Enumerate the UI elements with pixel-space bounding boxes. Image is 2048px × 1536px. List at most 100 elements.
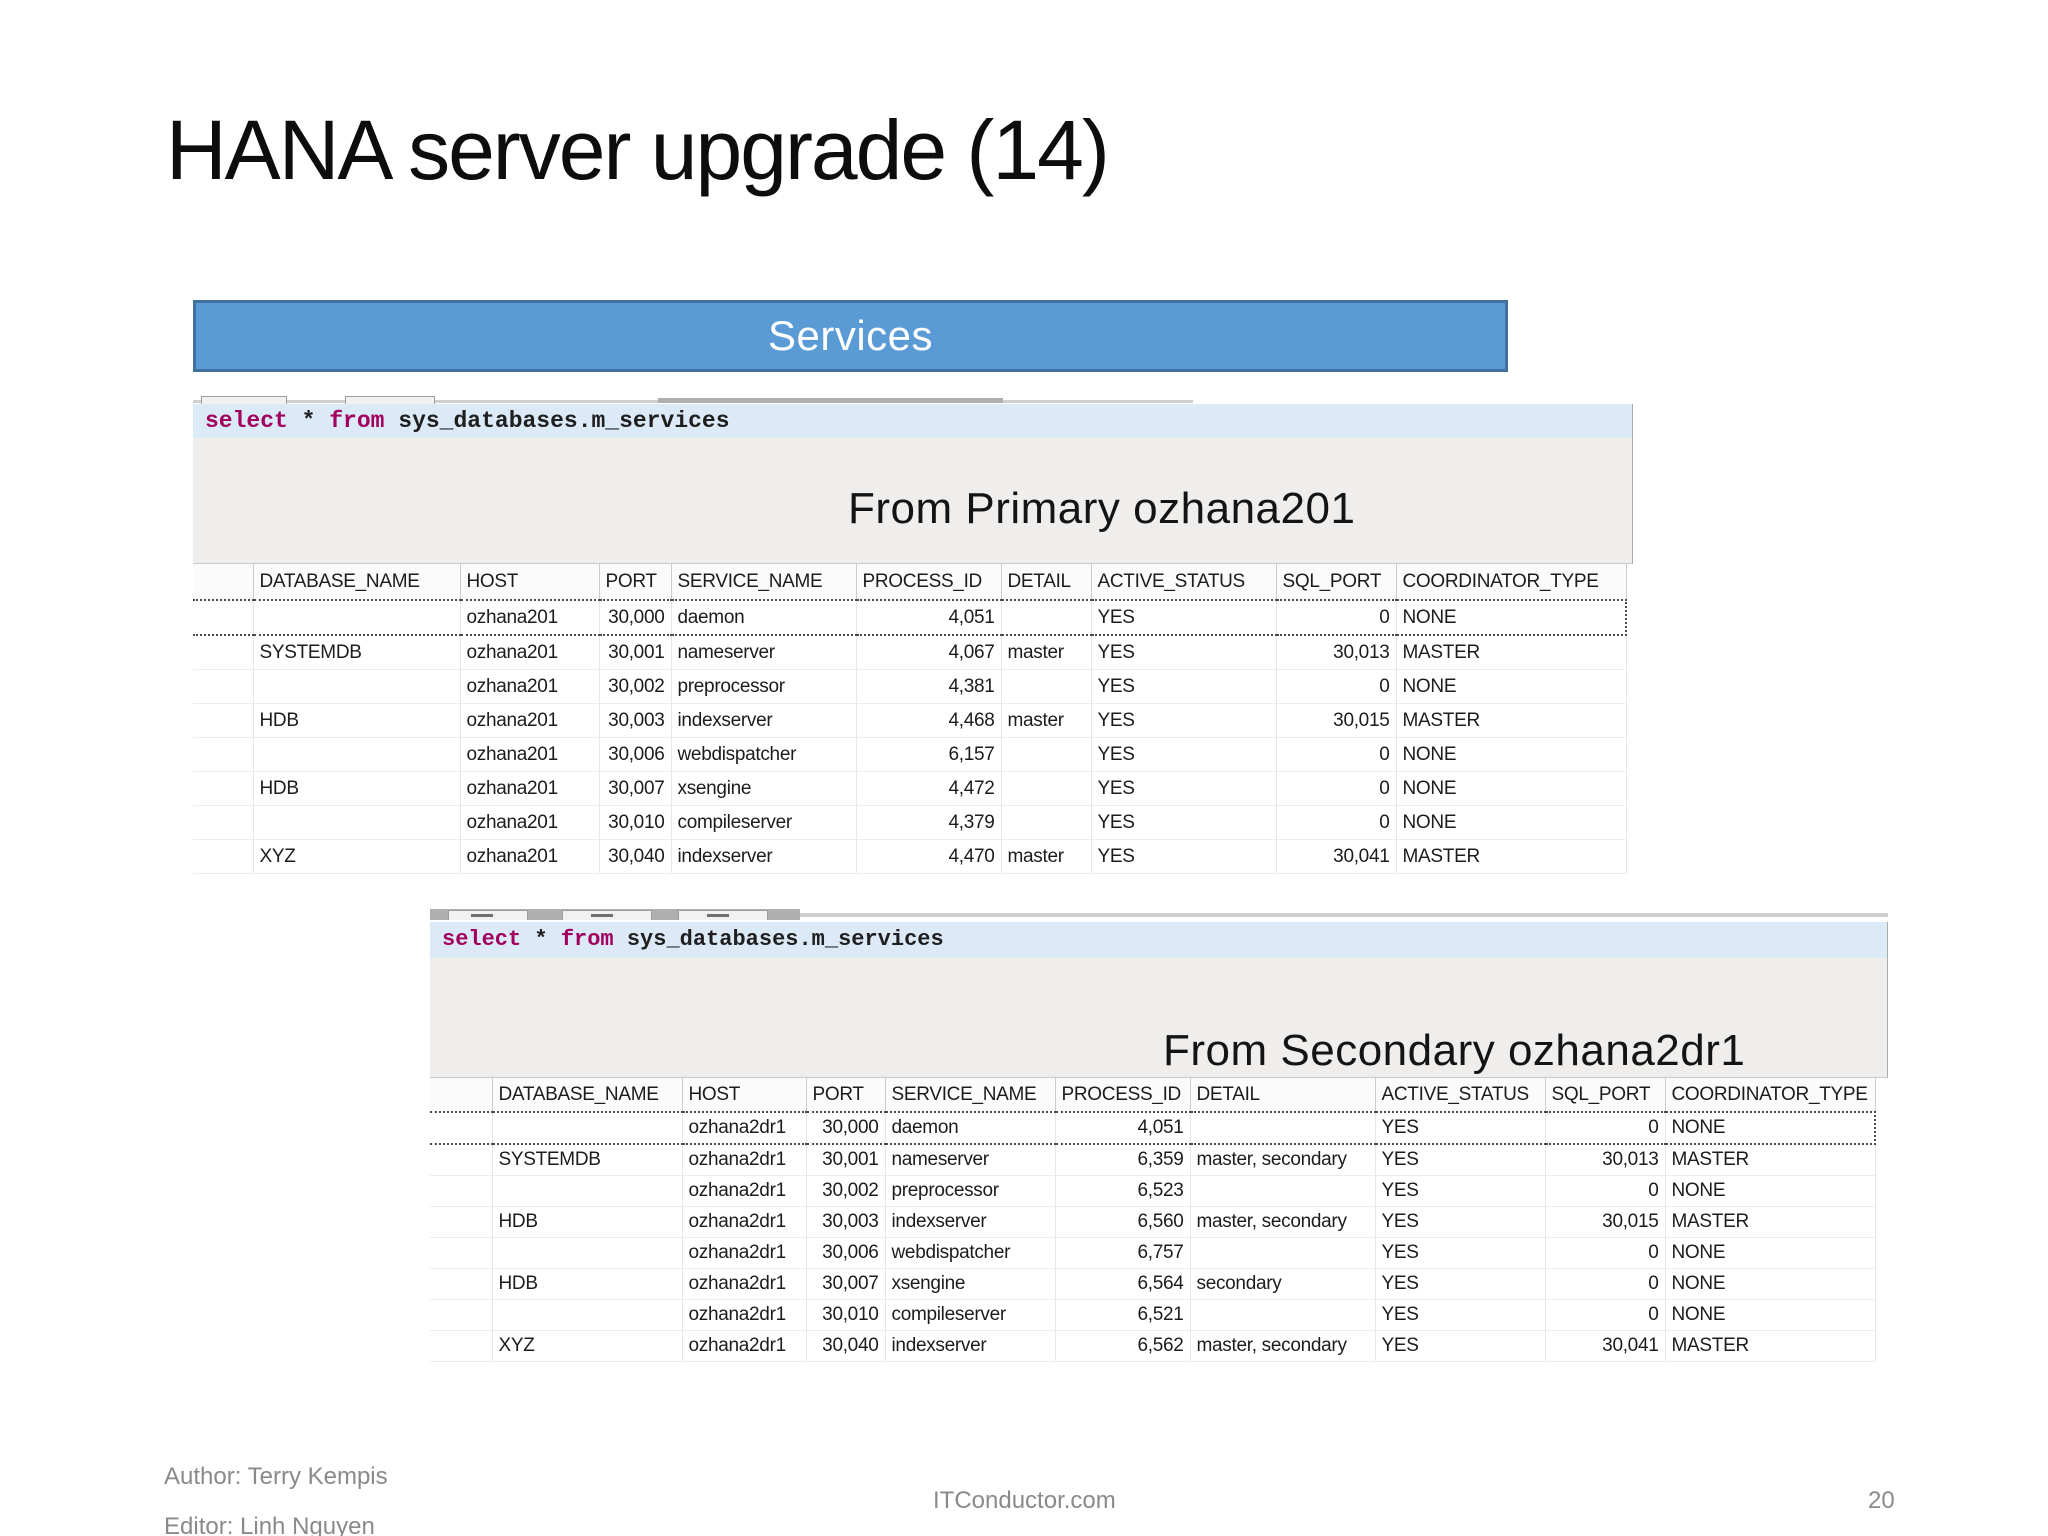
table-cell (253, 669, 461, 704)
table-cell: 0 (1276, 771, 1397, 806)
editor-tab-fragment (345, 396, 435, 404)
table-cell: ozhana201 (460, 635, 600, 670)
table-cell: MASTER (1665, 1206, 1876, 1238)
table-cell (193, 669, 254, 704)
tab-dash (591, 914, 613, 917)
column-header: SERVICE_NAME (671, 564, 857, 601)
table-cell (193, 805, 254, 840)
column-header (193, 564, 254, 601)
table-cell: SYSTEMDB (253, 635, 461, 670)
table-cell: ozhana2dr1 (682, 1175, 807, 1207)
table-cell: ozhana201 (460, 703, 600, 738)
table-cell: 0 (1276, 599, 1397, 636)
footer-author-line: Author: Terry Kempis (164, 1463, 388, 1490)
table-cell: 30,007 (806, 1268, 886, 1300)
column-header: ACTIVE_STATUS (1375, 1078, 1546, 1113)
table-cell: master (1001, 839, 1092, 874)
table-cell: MASTER (1665, 1330, 1876, 1362)
table-cell: 0 (1276, 805, 1397, 840)
table-cell: NONE (1396, 805, 1627, 840)
table-cell: master, secondary (1190, 1330, 1376, 1362)
table-cell: 4,051 (1055, 1111, 1191, 1145)
result-header-area: From Secondary ozhana2dr1 (430, 958, 1888, 1078)
table-cell: 30,041 (1545, 1330, 1666, 1362)
sql-query-line: select * from sys_databases.m_services (430, 922, 1888, 958)
table-cell (430, 1237, 493, 1269)
table-cell: 6,521 (1055, 1299, 1191, 1331)
table-cell: YES (1091, 771, 1277, 806)
table-cell: nameserver (671, 635, 857, 670)
column-header: DATABASE_NAME (253, 564, 461, 601)
table-cell (1001, 737, 1092, 772)
table-cell: webdispatcher (671, 737, 857, 772)
footer-editor-line: Editor: Linh Nguyen (164, 1513, 375, 1536)
footer-author-block: Author: Terry Kempis Editor: Linh Nguyen (164, 1452, 388, 1536)
table-cell: ozhana201 (460, 599, 600, 636)
table-cell: 6,560 (1055, 1206, 1191, 1238)
table-cell: MASTER (1396, 839, 1627, 874)
table-cell: ozhana2dr1 (682, 1237, 807, 1269)
table-cell: 30,006 (806, 1237, 886, 1269)
services-banner-label: Services (767, 312, 934, 359)
table-cell: 0 (1276, 669, 1397, 704)
secondary-sql-screenshot: select * from sys_databases.m_services F… (430, 908, 1888, 1370)
editor-tab-fragment (658, 398, 1003, 403)
table-cell: 30,010 (599, 805, 672, 840)
table-cell: 30,013 (1545, 1144, 1666, 1176)
result-header-area: From Primary ozhana201 (193, 438, 1633, 564)
table-cell: XYZ (492, 1330, 683, 1362)
tab-dash (707, 914, 729, 917)
editor-tab-fragment (201, 396, 287, 404)
table-cell: 30,003 (806, 1206, 886, 1238)
table-cell: YES (1375, 1144, 1546, 1176)
table-cell: 4,379 (856, 805, 1002, 840)
primary-sql-screenshot: select * from sys_databases.m_services F… (193, 396, 1633, 878)
table-cell: 0 (1276, 737, 1397, 772)
table-cell: 30,015 (1545, 1206, 1666, 1238)
table-cell: 6,157 (856, 737, 1002, 772)
editor-tab-fragment (562, 910, 652, 920)
services-banner: Services (193, 300, 1508, 372)
table-cell: 30,040 (599, 839, 672, 874)
table-cell: YES (1091, 703, 1277, 738)
table-cell: ozhana201 (460, 839, 600, 874)
column-header: SQL_PORT (1276, 564, 1397, 601)
table-cell: NONE (1665, 1268, 1876, 1300)
sql-keyword-from: from (560, 927, 614, 952)
editor-tab-fragment (448, 910, 528, 920)
table-cell: NONE (1665, 1175, 1876, 1207)
caption-primary: From Primary ozhana201 (848, 484, 1356, 533)
table-cell (492, 1175, 683, 1207)
table-cell: indexserver (671, 703, 857, 738)
table-cell: ozhana201 (460, 737, 600, 772)
table-cell: 30,013 (1276, 635, 1397, 670)
sql-keyword-from: from (329, 408, 385, 434)
column-header: DETAIL (1190, 1078, 1376, 1113)
sql-keyword-select: select (205, 408, 288, 434)
table-cell: YES (1091, 737, 1277, 772)
column-header: PROCESS_ID (1055, 1078, 1191, 1113)
table-cell: indexserver (885, 1330, 1056, 1362)
table-cell: YES (1091, 669, 1277, 704)
table-cell: xsengine (885, 1268, 1056, 1300)
table-cell: NONE (1396, 771, 1627, 806)
table-cell: 30,000 (599, 599, 672, 636)
table-cell: ozhana2dr1 (682, 1299, 807, 1331)
table-cell: ozhana201 (460, 805, 600, 840)
table-cell: indexserver (885, 1206, 1056, 1238)
column-header: PORT (806, 1078, 886, 1113)
table-cell: 4,381 (856, 669, 1002, 704)
table-cell (492, 1237, 683, 1269)
table-cell: ozhana2dr1 (682, 1268, 807, 1300)
table-cell (193, 703, 254, 738)
